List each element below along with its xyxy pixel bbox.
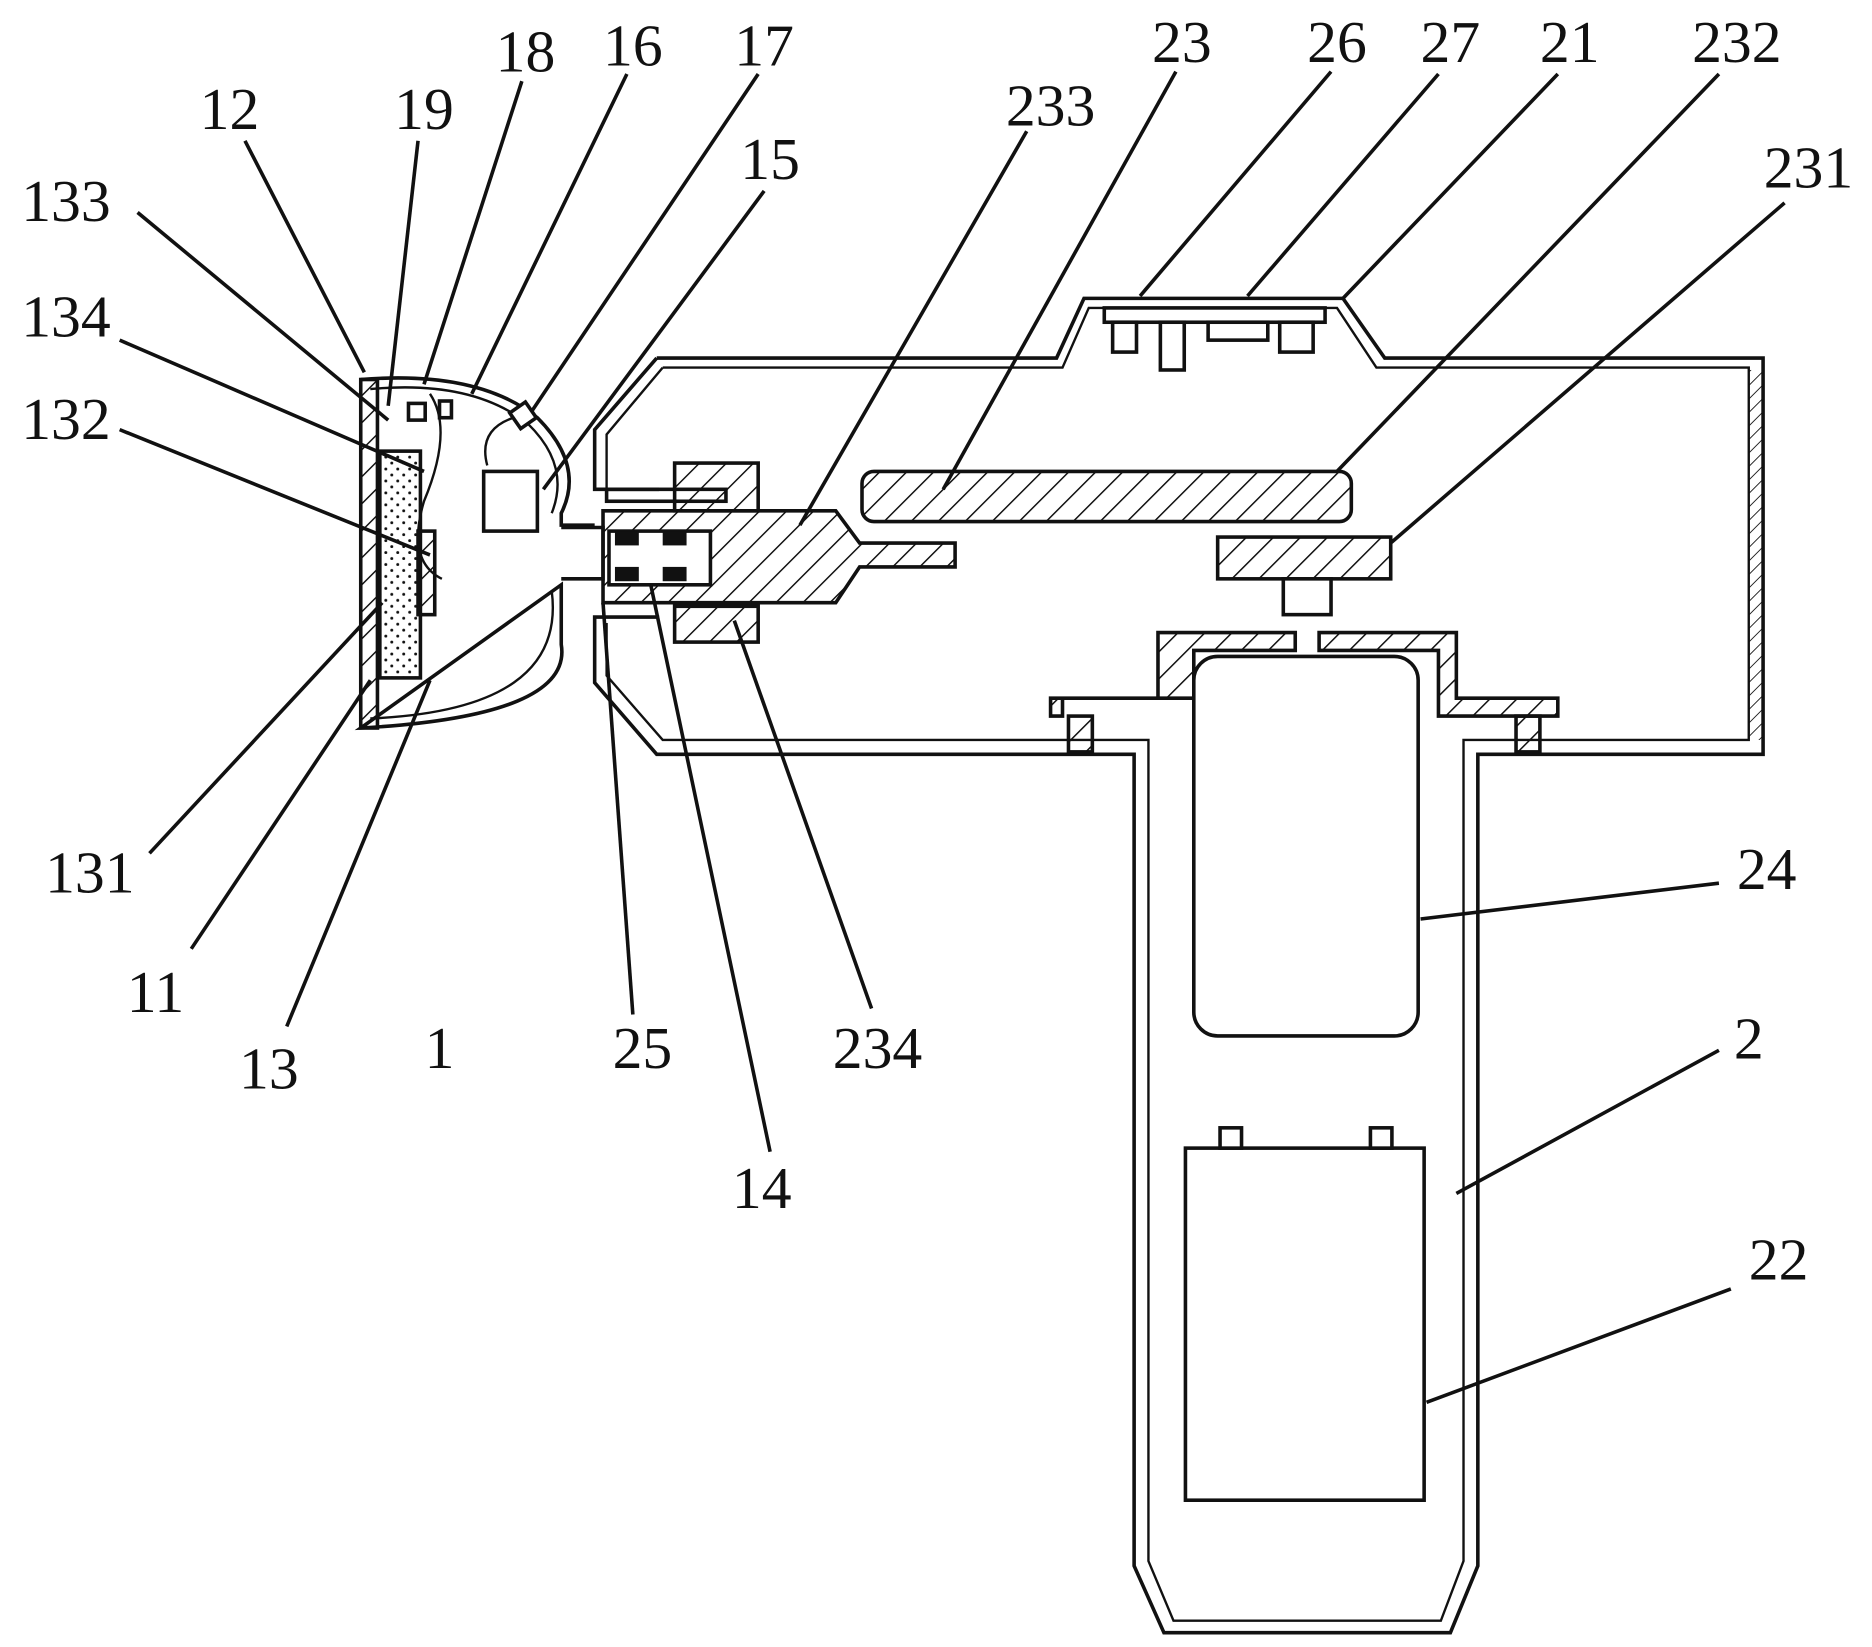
leader-line-26 — [1140, 72, 1331, 296]
reference-label-16: 16 — [603, 13, 663, 79]
leader-line-233 — [800, 131, 1027, 525]
leader-line-16 — [472, 74, 627, 394]
leader-line-15 — [543, 191, 764, 489]
massage-head — [361, 378, 603, 728]
leader-line-234 — [734, 621, 871, 1009]
leader-line-22 — [1427, 1289, 1731, 1402]
leader-line-21 — [1343, 74, 1558, 298]
leader-line-2 — [1456, 1050, 1719, 1193]
leader-line-12 — [245, 141, 364, 373]
leader-line-27 — [1247, 74, 1438, 296]
reference-label-24: 24 — [1737, 836, 1797, 902]
reference-label-13: 13 — [239, 1035, 299, 1101]
leader-line-231 — [1391, 203, 1785, 543]
reference-label-25: 25 — [613, 1015, 673, 1081]
reference-label-231: 231 — [1764, 134, 1853, 200]
leader-line-232 — [1337, 74, 1719, 471]
reference-label-132: 132 — [21, 386, 110, 452]
reference-label-23: 23 — [1152, 9, 1212, 75]
reference-label-11: 11 — [127, 959, 184, 1025]
reference-label-22: 22 — [1749, 1226, 1809, 1292]
reference-label-131: 131 — [45, 840, 134, 906]
reference-label-1: 1 — [425, 1015, 455, 1081]
drive-assembly — [603, 308, 1558, 1500]
reference-label-19: 19 — [394, 76, 454, 142]
reference-label-232: 232 — [1692, 9, 1781, 75]
reference-label-18: 18 — [496, 19, 556, 85]
reference-label-17: 17 — [734, 13, 794, 79]
reference-label-233: 233 — [1006, 72, 1095, 138]
reference-label-12: 12 — [200, 76, 260, 142]
reference-label-134: 134 — [21, 284, 110, 350]
reference-label-21: 21 — [1540, 9, 1600, 75]
leader-line-11 — [191, 680, 370, 949]
leader-line-24 — [1421, 883, 1719, 919]
reference-label-27: 27 — [1421, 9, 1481, 75]
reference-label-133: 133 — [21, 168, 110, 234]
reference-label-2: 2 — [1734, 1006, 1764, 1072]
reference-label-14: 14 — [732, 1155, 792, 1221]
reference-label-15: 15 — [740, 126, 800, 192]
reference-label-234: 234 — [833, 1015, 922, 1081]
leader-line-131 — [149, 603, 382, 854]
leader-line-25 — [603, 603, 633, 1015]
leader-line-19 — [388, 141, 418, 406]
leader-line-13 — [287, 680, 430, 1026]
reference-label-26: 26 — [1307, 9, 1367, 75]
reference-labels: 1219181617151331341321311113125142342332… — [21, 9, 1853, 1292]
leader-line-133 — [138, 212, 389, 420]
